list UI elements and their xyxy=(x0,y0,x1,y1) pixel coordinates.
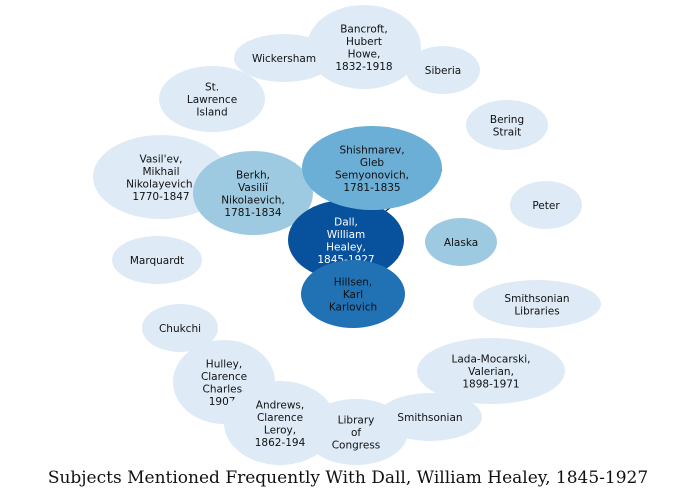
node-label-line: Libraries xyxy=(514,305,559,317)
node-label-line: Howe, xyxy=(348,48,381,60)
node-label-line: Hubert xyxy=(346,36,382,48)
node-ellipse-smithsonian xyxy=(378,393,482,441)
node-label-line: 1781-1834 xyxy=(224,207,282,219)
node-alaska[interactable]: Alaska xyxy=(425,218,497,266)
node-ellipse-chukchi xyxy=(142,304,218,352)
node-label-line: 1862-194 xyxy=(255,437,306,449)
node-ellipse-shishmarev xyxy=(302,126,442,210)
graph-nodes: Bancroft,HubertHowe,1832-1918WickershamS… xyxy=(93,5,601,465)
node-label-line: Gleb xyxy=(360,157,385,169)
node-label-line: Clarence xyxy=(201,371,247,383)
node-label-line: Healey, xyxy=(326,241,366,253)
node-label-line: 1781-1835 xyxy=(343,182,400,194)
node-smithsonian[interactable]: Smithsonian xyxy=(378,393,482,441)
node-label-line: Nikolaevich, xyxy=(221,194,285,206)
node-label-line: Wickersham xyxy=(252,53,316,65)
node-label-line: Andrews, xyxy=(256,399,304,411)
node-label-line: Smithsonian xyxy=(397,412,462,424)
node-label-line: Karlovich xyxy=(329,302,377,314)
node-label-line: Karl xyxy=(343,289,363,301)
node-ellipse-dall xyxy=(288,200,404,280)
diagram-caption: Subjects Mentioned Frequently With Dall,… xyxy=(47,468,649,488)
node-label-line: Bancroft, xyxy=(340,23,388,35)
node-label-line: of xyxy=(351,427,361,439)
node-label-line: Mikhail xyxy=(143,166,180,178)
node-ellipse-hillsen xyxy=(301,260,405,328)
node-label-line: Peter xyxy=(532,200,560,212)
node-chukchi[interactable]: Chukchi xyxy=(142,304,218,352)
node-ellipse-peter xyxy=(510,181,582,229)
node-label-line: Siberia xyxy=(425,65,461,77)
node-label-line: William xyxy=(327,229,365,241)
node-label-line: Hulley, xyxy=(206,358,242,370)
node-label-line: Valerian, xyxy=(468,366,514,378)
node-label-line: 1770-1847 xyxy=(132,191,189,203)
node-label-line: Chukchi xyxy=(159,323,201,335)
node-label-line: Semyonovich, xyxy=(335,169,409,181)
node-wickersham[interactable]: Wickersham xyxy=(234,34,334,82)
node-label-line: 1832-1918 xyxy=(335,61,392,73)
node-lada-mocarski[interactable]: Lada-Mocarski,Valerian,1898-1971 xyxy=(417,338,565,404)
node-ellipse-berkh xyxy=(193,151,313,235)
node-label-line: Bering xyxy=(490,114,524,126)
node-label-line: Lawrence xyxy=(187,94,237,106)
node-ellipse-smithsonian-libraries xyxy=(473,280,601,328)
node-label-line: Island xyxy=(196,107,227,119)
node-label-line: Strait xyxy=(493,126,522,138)
node-label-line: Smithsonian xyxy=(504,293,569,305)
node-label-line: Congress xyxy=(332,440,381,452)
node-label-line: Dall, xyxy=(334,216,358,228)
node-label-line: St. xyxy=(205,82,219,94)
node-peter[interactable]: Peter xyxy=(510,181,582,229)
node-label-line: Library xyxy=(338,415,375,427)
node-ellipse-bering xyxy=(466,100,548,150)
node-ellipse-wickersham xyxy=(234,34,334,82)
node-ellipse-siberia xyxy=(406,46,480,94)
node-label-line: Berkh, xyxy=(236,169,270,181)
node-label-line: Marquardt xyxy=(130,255,184,267)
node-label-line: Shishmarev, xyxy=(339,144,404,156)
node-label-line: Nikolayevich, xyxy=(126,178,196,190)
node-label-line: Charles, xyxy=(203,383,246,395)
node-ellipse-bancroft xyxy=(307,5,421,89)
node-ellipse-alaska xyxy=(425,218,497,266)
node-label-line: Leroy, xyxy=(264,424,296,436)
node-ellipse-st-lawrence xyxy=(159,66,265,132)
node-label-line: Vasiliĭ xyxy=(238,182,269,194)
node-label-line: Clarence xyxy=(257,412,303,424)
node-ellipse-lada-mocarski xyxy=(417,338,565,404)
node-label-line: 1898-1971 xyxy=(462,379,519,391)
node-label-line: Lada-Mocarski, xyxy=(452,354,531,366)
node-ellipse-marquardt xyxy=(112,236,202,284)
node-siberia[interactable]: Siberia xyxy=(406,46,480,94)
node-label-line: Hillsen, xyxy=(334,277,373,289)
node-label-line: Vasil'ev, xyxy=(139,153,182,165)
node-marquardt[interactable]: Marquardt xyxy=(112,236,202,284)
node-label-line: Alaska xyxy=(444,237,478,249)
